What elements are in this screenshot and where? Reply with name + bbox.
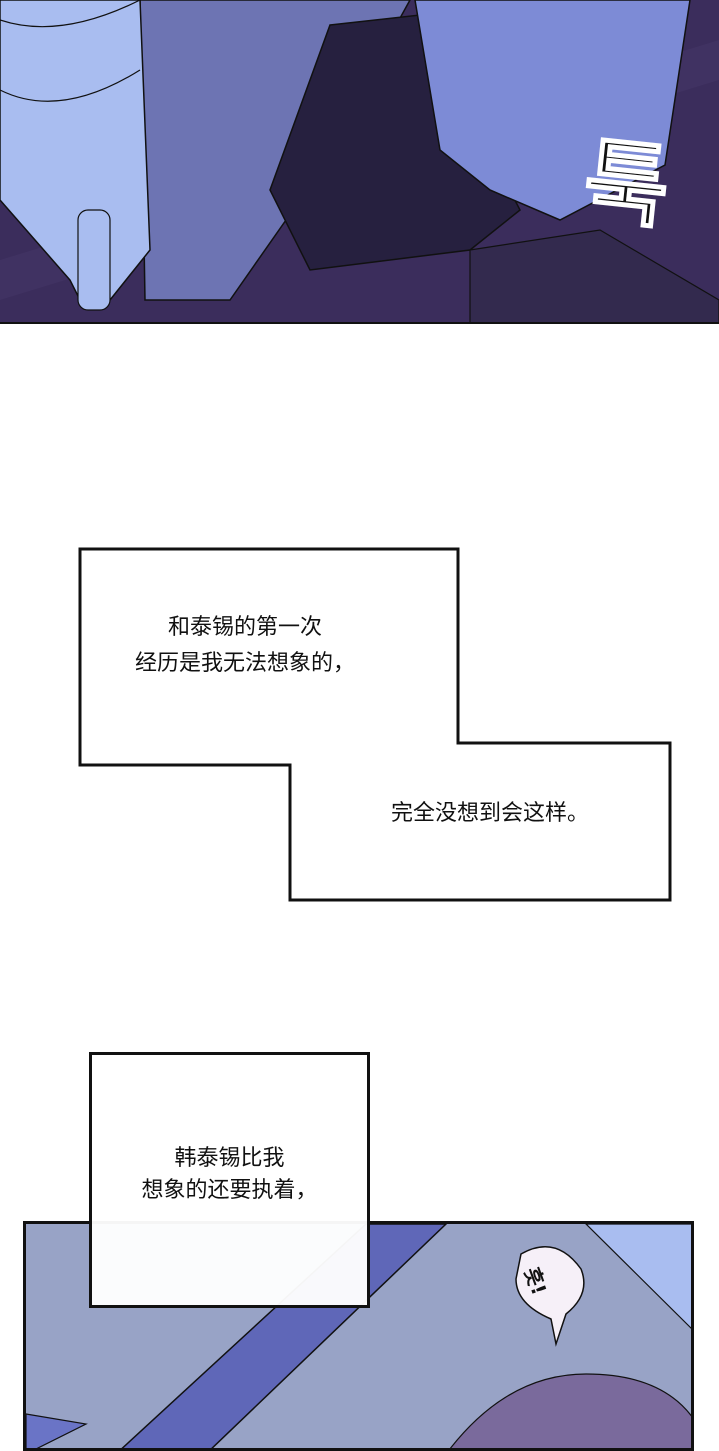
panel-top: 툭 [0,0,719,324]
caption-1-text: 和泰锡的第一次 经历是我无法想象的， [80,610,410,682]
caption-box-2: 韩泰锡比我 想象的还要执着， [89,1052,370,1308]
sound-effect-text: 툭 [578,126,675,243]
caption-2-text: 韩泰锡比我 想象的还要执着， [92,1143,367,1207]
panel-top-art [0,0,719,324]
caption-2-line-2: 想象的还要执着， [141,1178,318,1203]
caption-1-line-1: 和泰锡的第一次 [167,615,322,640]
caption-2-line-1: 韩泰锡比我 [174,1146,285,1171]
caption-1-line-2: 经历是我无法想象的， [134,651,355,676]
caption-1-line-3: 完全没想到会这样。 [390,801,589,826]
